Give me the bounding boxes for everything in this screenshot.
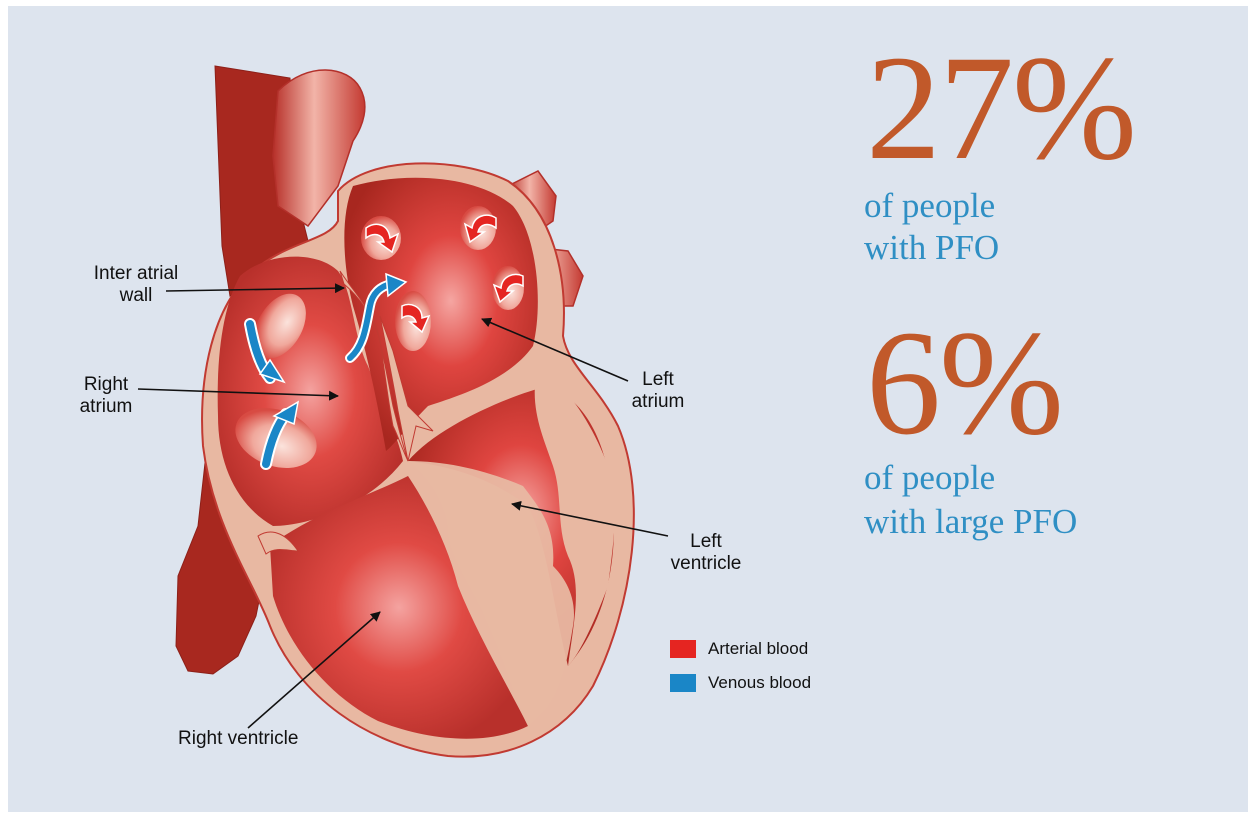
stat-value-pfo: 27%	[866, 26, 1135, 191]
stat-value-large-pfo: 6%	[866, 301, 1062, 466]
legend-arterial: Arterial blood	[670, 639, 808, 659]
stat-caption-large-pfo-line1: of people	[864, 458, 995, 498]
legend-label: Arterial blood	[708, 639, 808, 659]
label-right-atrium: Right atrium	[66, 374, 146, 418]
label-right-ventricle: Right ventricle	[178, 728, 298, 750]
stat-caption-pfo-line1: of people	[864, 186, 995, 226]
stat-caption-large-pfo-line2: with large PFO	[864, 502, 1077, 542]
arterial-swatch	[670, 640, 696, 658]
legend-label: Venous blood	[708, 673, 811, 693]
label-inter-atrial-wall: Inter atrial wall	[76, 263, 196, 307]
legend-venous: Venous blood	[670, 673, 811, 693]
venous-swatch	[670, 674, 696, 692]
label-left-ventricle: Left ventricle	[656, 531, 756, 575]
label-left-atrium: Left atrium	[618, 369, 698, 413]
infographic-canvas: Inter atrial wall Right atrium Left atri…	[8, 6, 1248, 812]
stat-caption-pfo-line2: with PFO	[864, 228, 999, 268]
